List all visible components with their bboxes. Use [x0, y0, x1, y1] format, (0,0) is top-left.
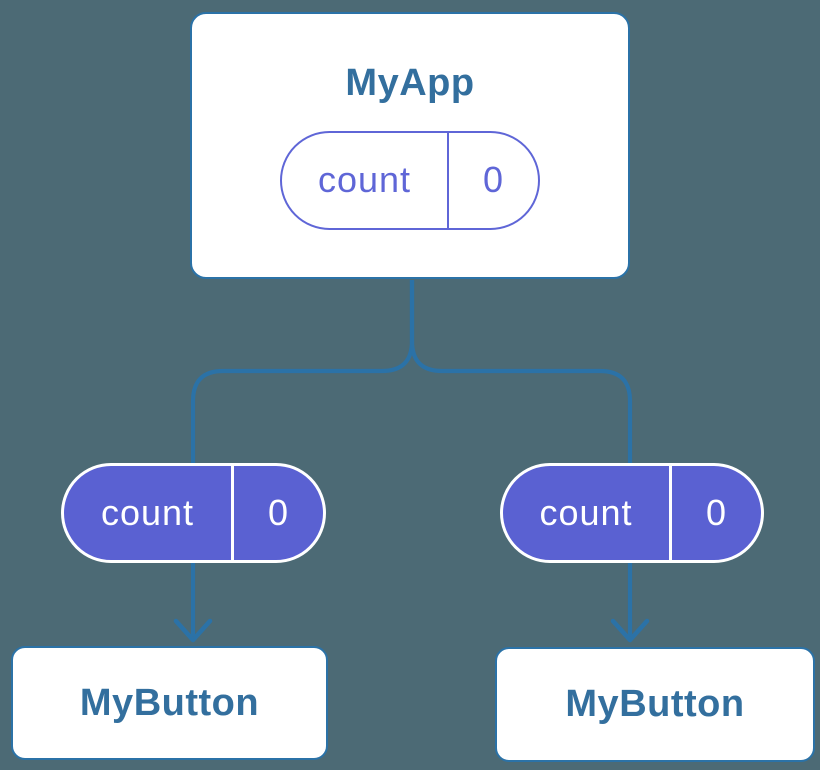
left-prop-pill-label: count: [100, 492, 195, 533]
parent-to-right-child-connector: [409, 280, 633, 636]
left-arrowhead-icon: [173, 618, 213, 643]
right-prop-pill-divider: [669, 466, 672, 560]
state-pill-value: 0: [482, 159, 505, 200]
right-prop-pill: count 0: [500, 463, 764, 563]
left-prop-pill: count 0: [61, 463, 326, 563]
right-arrowhead-icon: [610, 618, 650, 643]
myapp-title: MyApp: [345, 61, 475, 104]
parent-to-left-child-connector: [190, 280, 415, 636]
right-prop-pill-label: count: [539, 492, 633, 533]
myapp-state-pill: count 0: [280, 130, 540, 230]
right-mybutton-title: MyButton: [565, 683, 745, 725]
right-mybutton-node: MyButton: [495, 647, 815, 762]
myapp-node: MyApp count 0: [190, 12, 630, 279]
left-prop-pill-value: 0: [267, 492, 290, 533]
right-prop-pill-value: 0: [705, 492, 728, 533]
left-prop-pill-divider: [231, 466, 234, 560]
state-pill-divider: [447, 132, 449, 228]
left-mybutton-title: MyButton: [79, 681, 260, 724]
left-mybutton-node: MyButton: [11, 646, 328, 760]
state-pill-label: count: [317, 159, 412, 200]
